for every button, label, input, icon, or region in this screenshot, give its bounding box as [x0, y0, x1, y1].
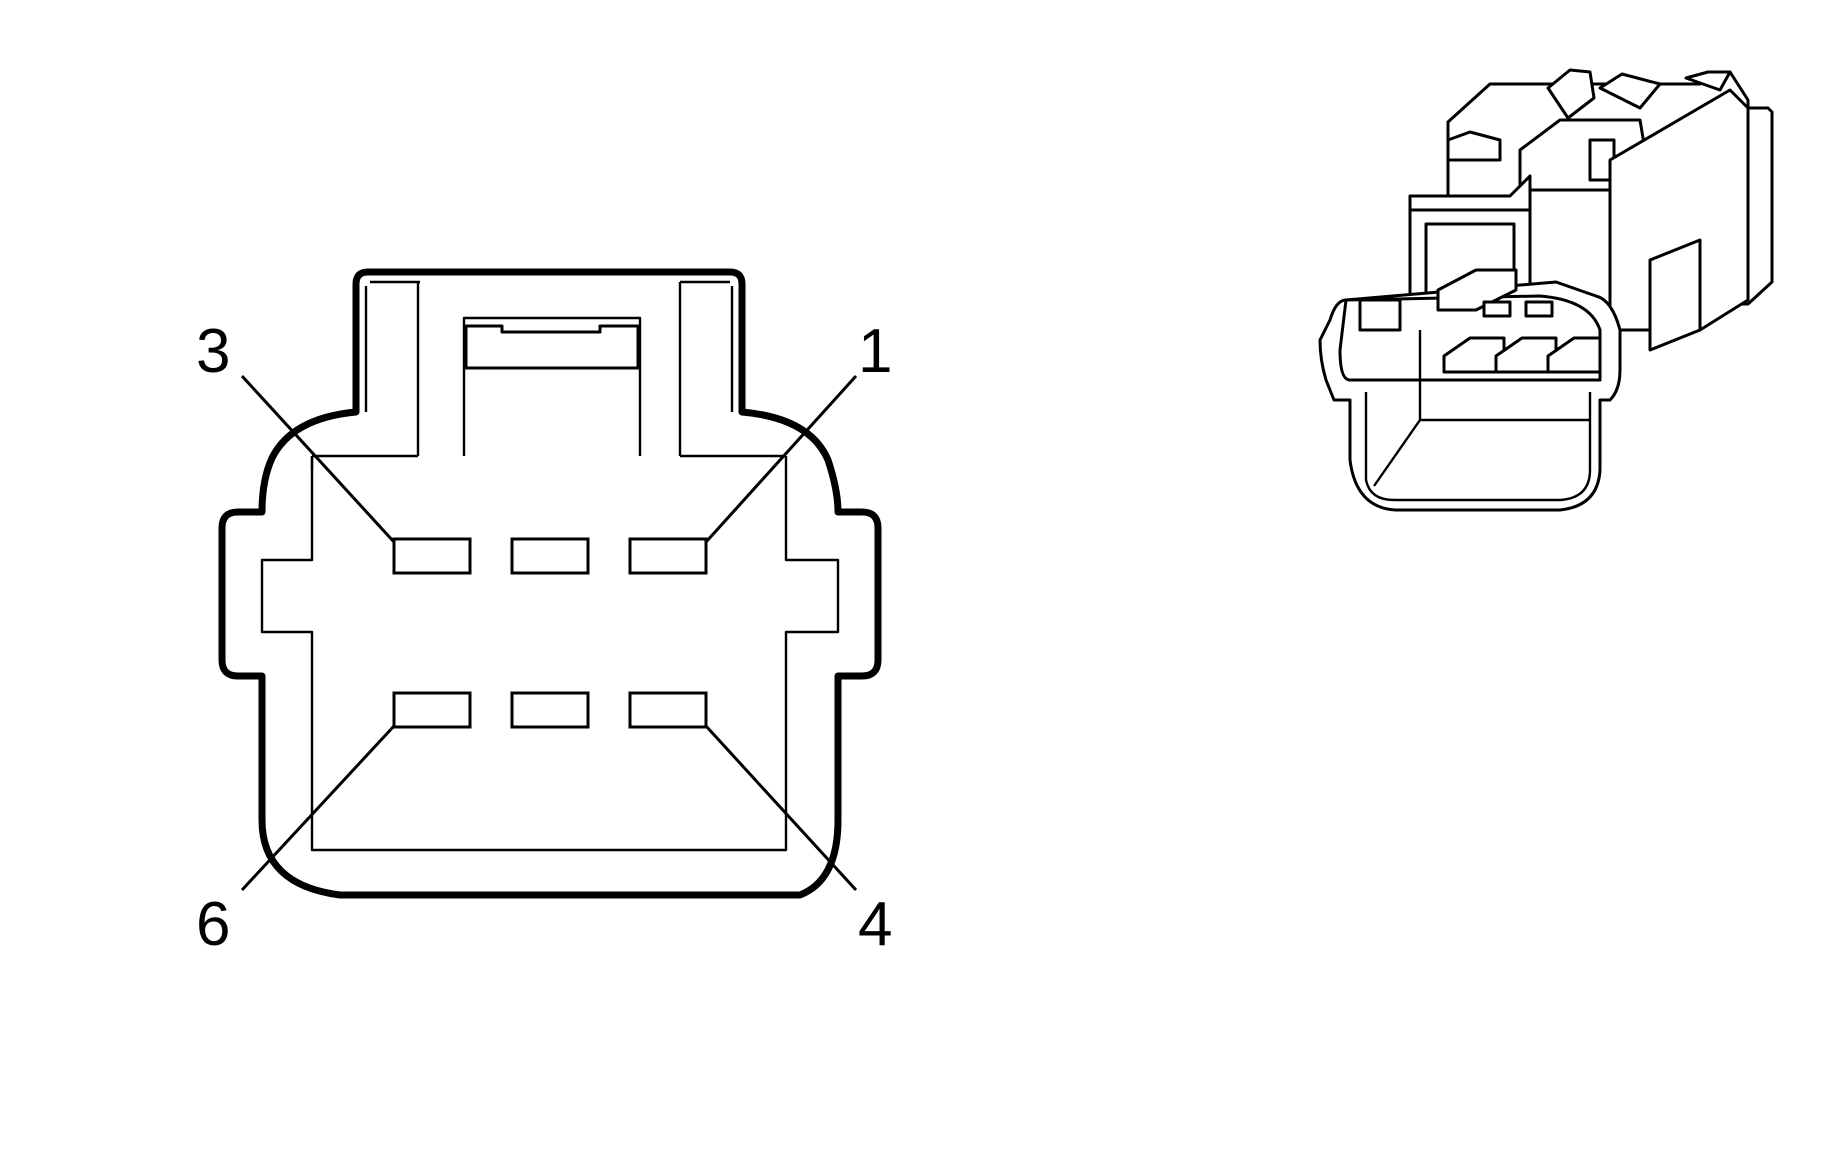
latch-tower — [364, 280, 734, 456]
connector-isometric-view — [1318, 68, 1774, 512]
pin-label-1: 1 — [858, 317, 892, 386]
cavity-1 — [628, 537, 708, 575]
connector-face-view: 3 1 6 4 — [196, 268, 892, 959]
cavity-3 — [392, 537, 472, 575]
housing-outline — [218, 268, 882, 899]
pin-label-3: 3 — [196, 317, 230, 386]
leader-lines — [240, 374, 858, 892]
cavity-2 — [510, 537, 590, 575]
cavity-5 — [510, 691, 590, 729]
pin-label-4: 4 — [858, 890, 892, 959]
cavity-4 — [628, 691, 708, 729]
terminal-cavities — [392, 537, 708, 729]
inner-face-outline — [260, 454, 840, 852]
cavity-6 — [392, 691, 472, 729]
pin-label-6: 6 — [196, 890, 230, 959]
